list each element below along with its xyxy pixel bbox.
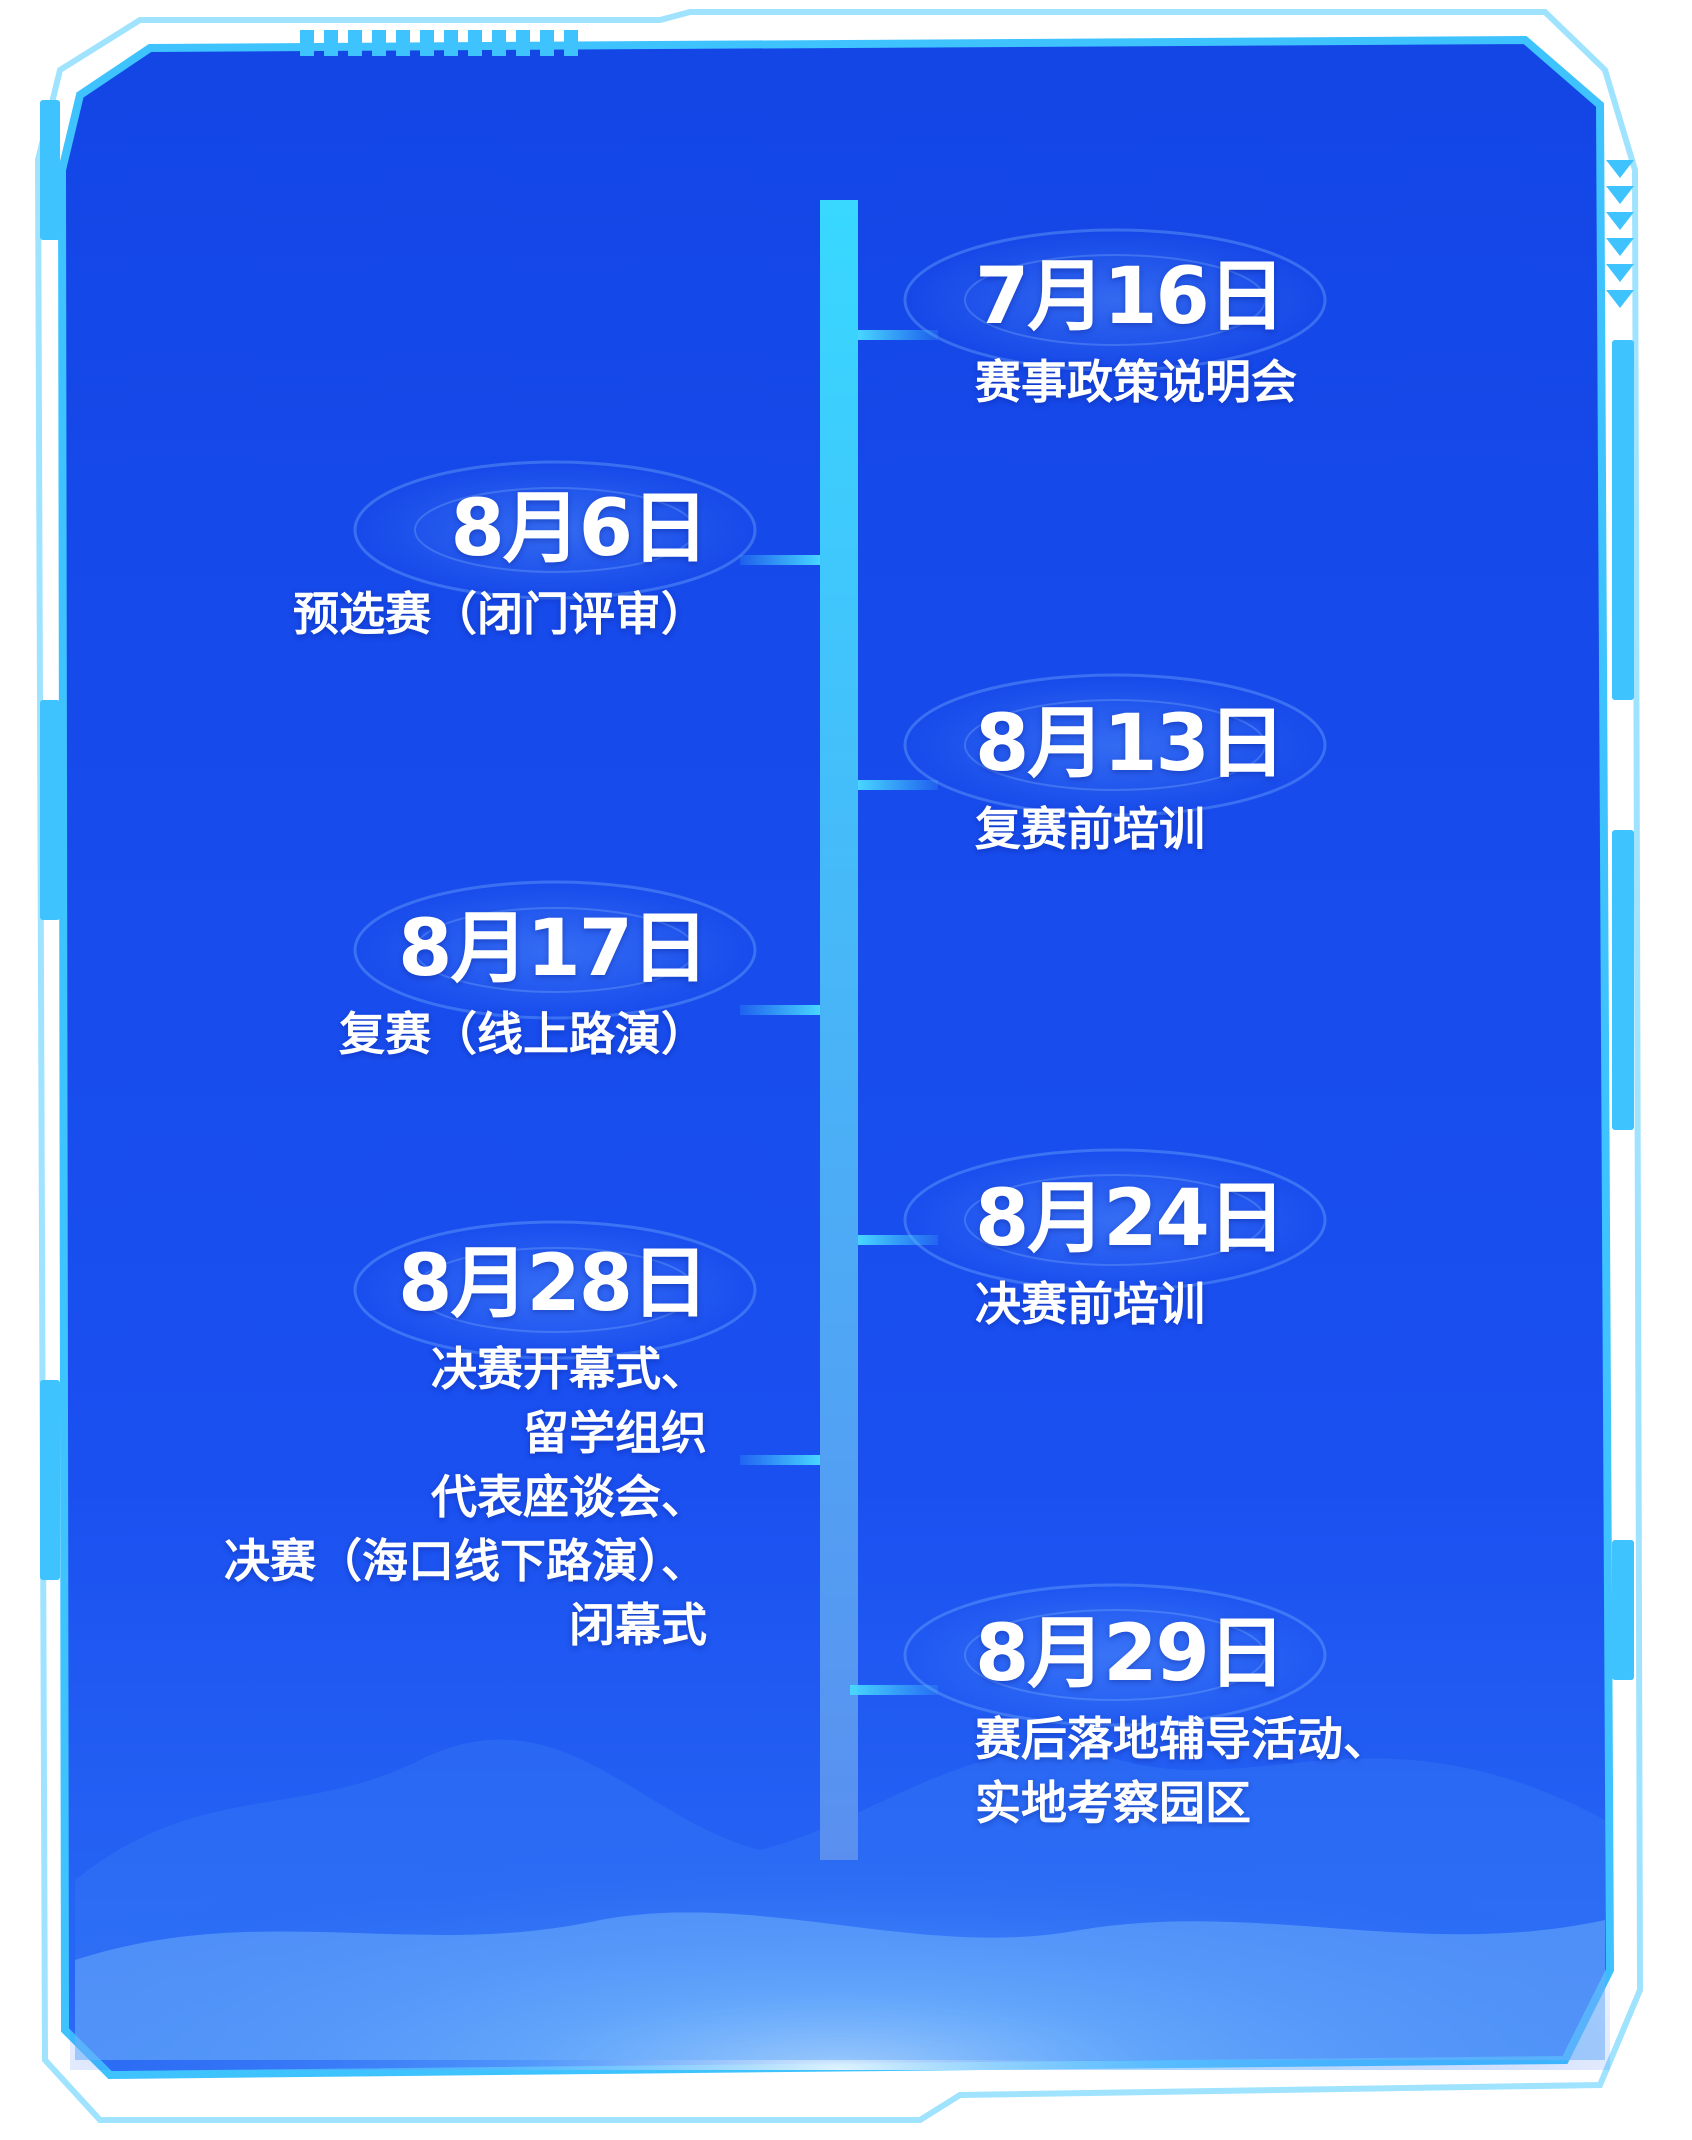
- timeline-event-1: 7月16日 赛事政策说明会: [975, 258, 1297, 414]
- timeline-axis: [820, 200, 858, 1860]
- event-description: 赛后落地辅导活动、 实地考察园区: [975, 1712, 1389, 1830]
- timeline-event-6: 8月28日 决赛开幕式、 留学组织 代表座谈会、 决赛（海口线下路演）、 闭幕式: [224, 1239, 709, 1657]
- timeline-event-2: 8月6日 预选赛（闭门评审）: [293, 484, 709, 646]
- event-date: 8月6日: [450, 484, 709, 574]
- timeline-event-3: 8月13日 复赛前培训: [975, 699, 1286, 861]
- event-date: 8月17日: [398, 904, 709, 994]
- event-description: 复赛前培训: [975, 802, 1205, 856]
- event-date: 8月28日: [398, 1239, 709, 1329]
- timeline-event-4: 8月17日 复赛（线上路演）: [339, 904, 709, 1066]
- event-date: 7月16日: [975, 252, 1286, 342]
- event-date: 8月13日: [975, 699, 1286, 789]
- timeline-event-5: 8月24日 决赛前培训: [975, 1174, 1286, 1336]
- event-description: 决赛前培训: [975, 1277, 1205, 1331]
- event-description: 复赛（线上路演）: [339, 1007, 707, 1061]
- event-description: 赛事政策说明会: [975, 355, 1297, 409]
- event-description: 决赛开幕式、 留学组织 代表座谈会、 决赛（海口线下路演）、 闭幕式: [224, 1342, 707, 1652]
- event-description: 预选赛（闭门评审）: [293, 587, 707, 641]
- event-date: 8月29日: [975, 1609, 1286, 1699]
- event-date: 8月24日: [975, 1174, 1286, 1264]
- timeline-event-7: 8月29日 赛后落地辅导活动、 实地考察园区: [975, 1615, 1389, 1835]
